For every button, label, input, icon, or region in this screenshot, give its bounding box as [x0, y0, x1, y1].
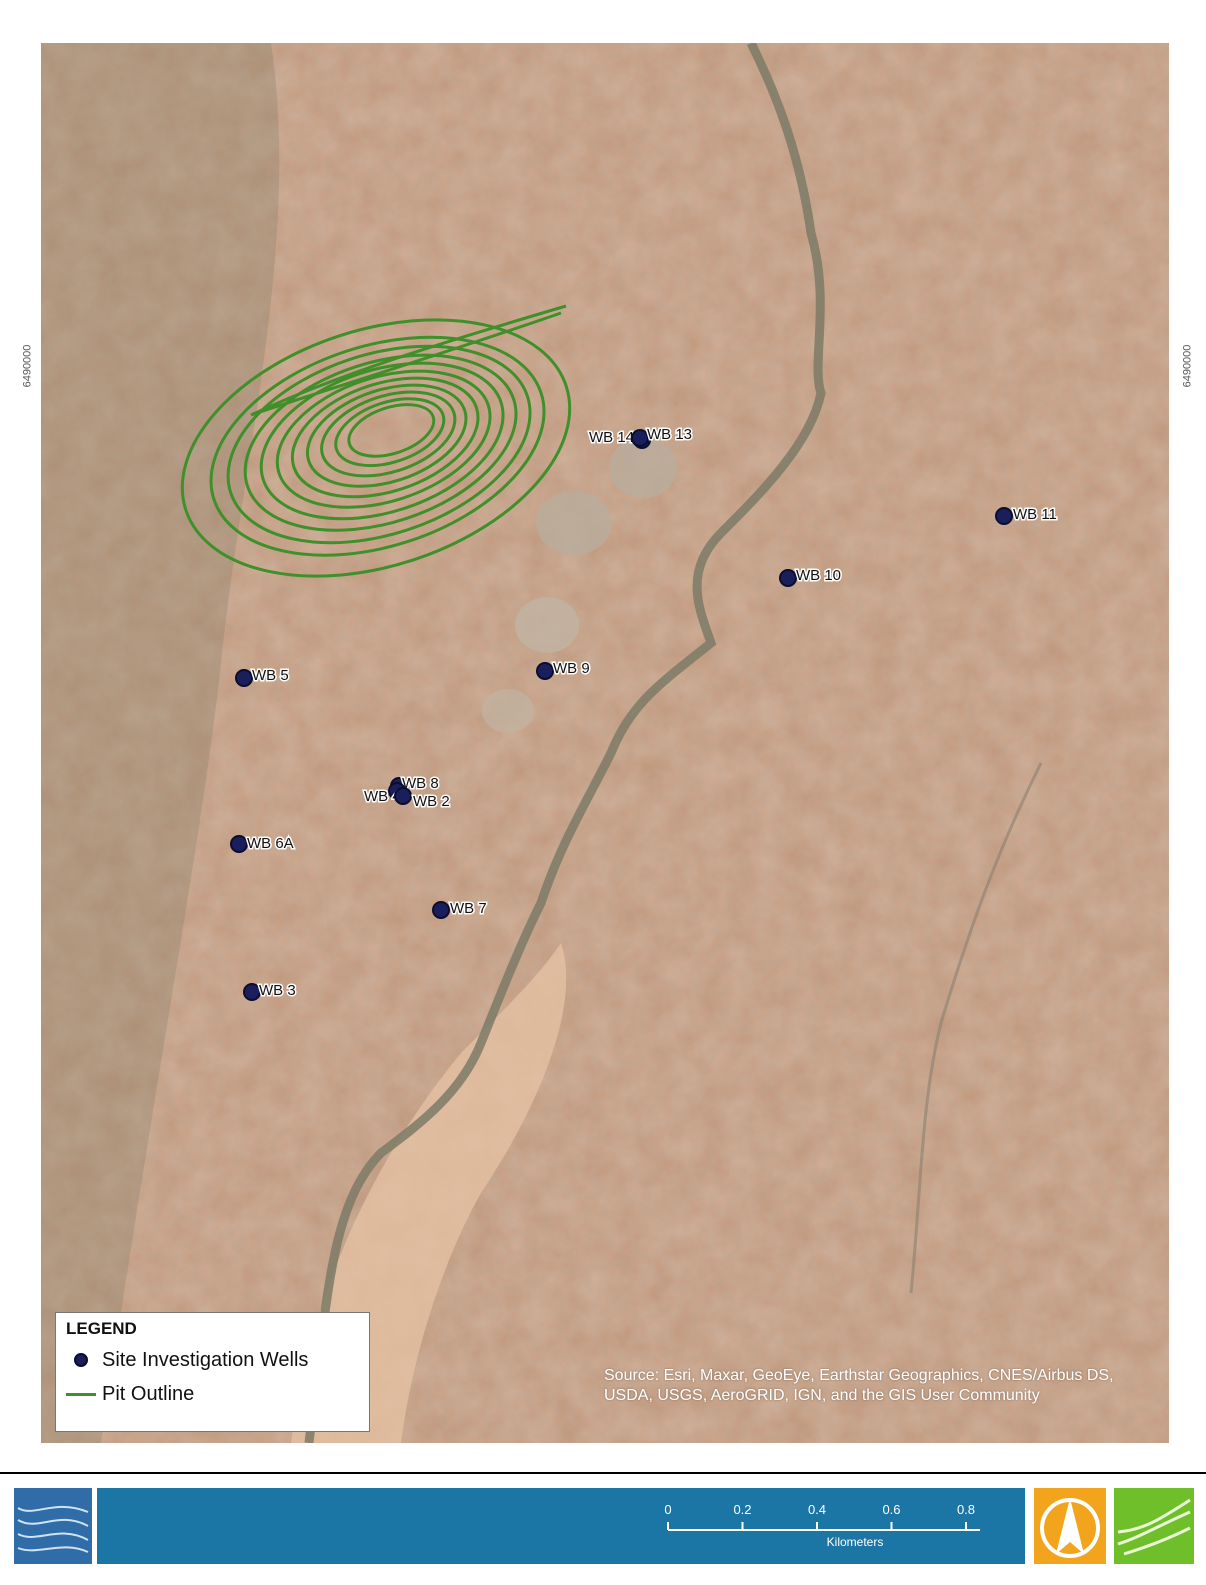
creek: [304, 43, 826, 1443]
creek-secondary: [909, 762, 1043, 1294]
pit-contour: [209, 335, 546, 557]
well-label: WB 14: [589, 429, 634, 446]
well-dot-icon[interactable]: [230, 835, 248, 853]
well-dot-icon[interactable]: [394, 787, 412, 805]
terrain-vegetation-texture: [41, 43, 1169, 1443]
source-attribution: Source: Esri, Maxar, GeoEye, Earthstar G…: [604, 1367, 1114, 1404]
scale-tick-label: 0.6: [882, 1502, 900, 1517]
pit-contour: [334, 397, 446, 468]
pond-2: [536, 491, 612, 555]
well-label: WB 4: [364, 788, 401, 805]
well-label: WB 11: [1013, 506, 1057, 523]
pit-outline[interactable]: [149, 274, 602, 622]
pit-contour: [320, 390, 457, 478]
scale-tick-label: 0.2: [733, 1502, 751, 1517]
well-label: WB 2: [413, 793, 450, 810]
pit-contour: [243, 353, 518, 532]
well-label: WB 6A: [247, 835, 294, 852]
well-label: WB 9: [553, 660, 590, 677]
well-dot-icon[interactable]: [536, 662, 554, 680]
title-band: [97, 1488, 1025, 1564]
legend-item-label: Pit Outline: [102, 1382, 195, 1405]
well-dot-icon[interactable]: [779, 569, 797, 587]
pit-contour: [226, 344, 532, 545]
pond-4: [482, 689, 534, 733]
coordinate-label-right: 6490000: [1181, 344, 1194, 388]
scale-tick-label: 0.4: [808, 1502, 826, 1517]
pit-ramp: [250, 304, 567, 417]
north-arrow-icon: [1034, 1488, 1106, 1564]
scale-unit-label: Kilometers: [827, 1535, 884, 1549]
well-dot-icon[interactable]: [995, 507, 1013, 525]
well-label: WB 8: [402, 775, 439, 792]
well-label: WB 10: [796, 567, 841, 584]
well-label: WB 7: [450, 900, 487, 917]
pit-contour: [180, 318, 572, 578]
pit-contour: [290, 376, 480, 499]
legend-title: LEGEND: [66, 1319, 137, 1338]
legend-item-wells: Site Investigation Wells: [66, 1343, 359, 1377]
well-dot-icon: [74, 1353, 88, 1367]
legend-item-pit-outline: Pit Outline: [66, 1377, 359, 1411]
vegetation-band: [41, 43, 280, 1443]
legend-item-label: Site Investigation Wells: [102, 1348, 309, 1371]
coordinate-label-left: 6490000: [21, 344, 34, 388]
company-logo-icon: [14, 1488, 92, 1564]
well-dot-icon[interactable]: [243, 983, 261, 1001]
pond-3: [515, 597, 579, 653]
legend: LEGEND Site Investigation Wells Pit Outl…: [55, 1312, 370, 1432]
pit-contour: [259, 361, 505, 521]
pit-contour: [347, 403, 436, 458]
pit-contour: [275, 369, 492, 509]
scale-tick-label: 0: [664, 1502, 671, 1517]
scale-tick-label: 0.8: [957, 1502, 975, 1517]
pond-1: [609, 438, 677, 498]
scale-bar: 0 0.2 0.4 0.6 0.8 Kilometers: [664, 1502, 980, 1549]
pit-line-icon: [66, 1392, 96, 1396]
footer-divider: [0, 1472, 1206, 1474]
well-label: WB 5: [252, 667, 289, 684]
well-dot-icon[interactable]: [235, 669, 253, 687]
well-dot-icon[interactable]: [432, 901, 450, 919]
well-label: WB 13: [647, 426, 692, 443]
well-markers[interactable]: WB 14 WB 13 WB 11 WB 10 WB 9 WB 5 WB 8WB 4 WB 2…: [230, 425, 1058, 1001]
well-label: WB 3: [259, 982, 296, 999]
project-logo-icon: [1114, 1488, 1194, 1564]
well-dot-icon[interactable]: [631, 429, 649, 447]
pit-contour: [305, 383, 468, 488]
